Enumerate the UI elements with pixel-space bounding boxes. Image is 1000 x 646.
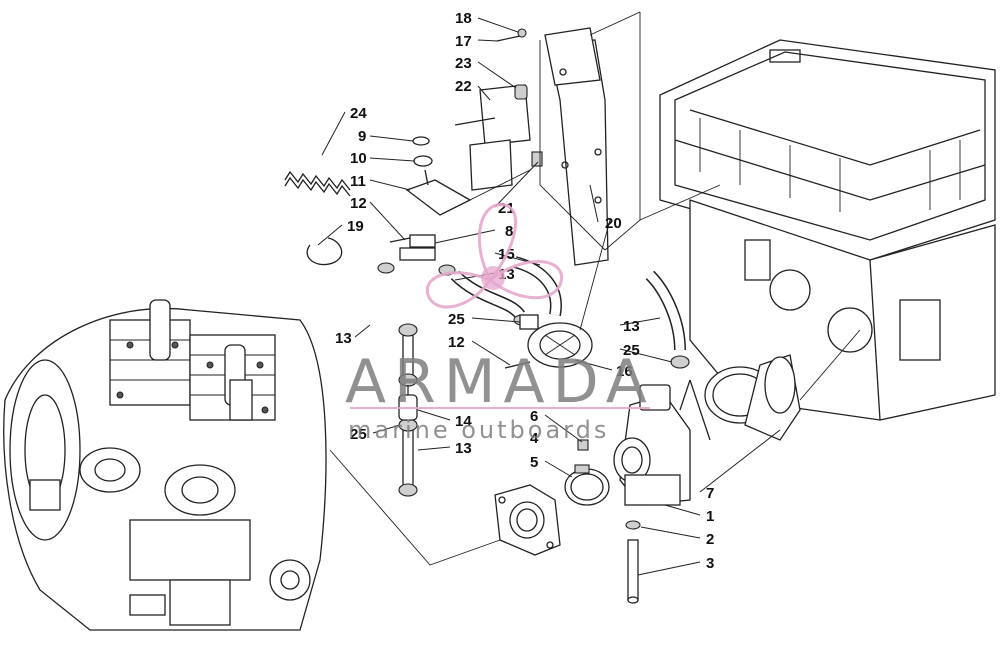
callout-1: 1 — [706, 508, 714, 525]
callout-labels: 18 17 23 22 24 9 10 11 12 19 21 8 15 13 … — [335, 10, 714, 572]
callout-9: 9 — [358, 128, 366, 145]
small-fitting — [577, 439, 589, 451]
carburetor — [613, 379, 711, 530]
connector-lines — [329, 11, 861, 566]
callout-23: 23 — [455, 55, 472, 72]
callout-8: 8 — [505, 223, 513, 240]
air-silencer-box — [659, 39, 996, 421]
callout-7: 7 — [706, 485, 714, 502]
watermark: ARMADA marine outboards — [345, 203, 655, 444]
callout-2: 2 — [706, 531, 714, 548]
fuel-pump — [504, 314, 593, 369]
hose-clip — [306, 237, 343, 266]
callout-16: 16 — [616, 363, 633, 380]
callout-4: 4 — [530, 430, 539, 447]
callout-17: 17 — [455, 33, 472, 50]
callout-22: 22 — [455, 78, 472, 95]
leader-lines — [317, 17, 781, 576]
callout-18: 18 — [455, 10, 472, 27]
band-clamp — [564, 464, 610, 506]
callout-3: 3 — [706, 555, 714, 572]
watermark-logo — [425, 203, 564, 309]
callout-25-center: 25 — [448, 311, 465, 328]
callout-13-left: 13 — [335, 330, 352, 347]
callout-11: 11 — [350, 173, 366, 190]
hose-clamps — [377, 262, 690, 497]
intake-boot — [704, 354, 801, 441]
intake-flange — [494, 484, 561, 556]
callout-12-lower: 12 — [448, 334, 465, 351]
callout-6: 6 — [530, 408, 538, 425]
callout-12-upper: 12 — [350, 195, 367, 212]
callout-25-left: 25 — [350, 426, 367, 443]
callout-25-right: 25 — [623, 342, 640, 359]
callout-19: 19 — [347, 218, 364, 235]
engine-block — [3, 299, 327, 631]
callout-14: 14 — [455, 413, 472, 430]
watermark-tagline: marine outboards — [348, 416, 609, 444]
callout-13-right: 13 — [623, 318, 640, 335]
callout-24: 24 — [350, 105, 367, 122]
callout-5: 5 — [530, 454, 538, 471]
spring — [284, 170, 351, 197]
watermark-brand: ARMADA — [345, 347, 655, 417]
callout-13-lower: 13 — [455, 440, 472, 457]
callout-20: 20 — [605, 215, 622, 232]
callout-10: 10 — [350, 150, 367, 167]
mounting-bracket — [544, 27, 609, 266]
